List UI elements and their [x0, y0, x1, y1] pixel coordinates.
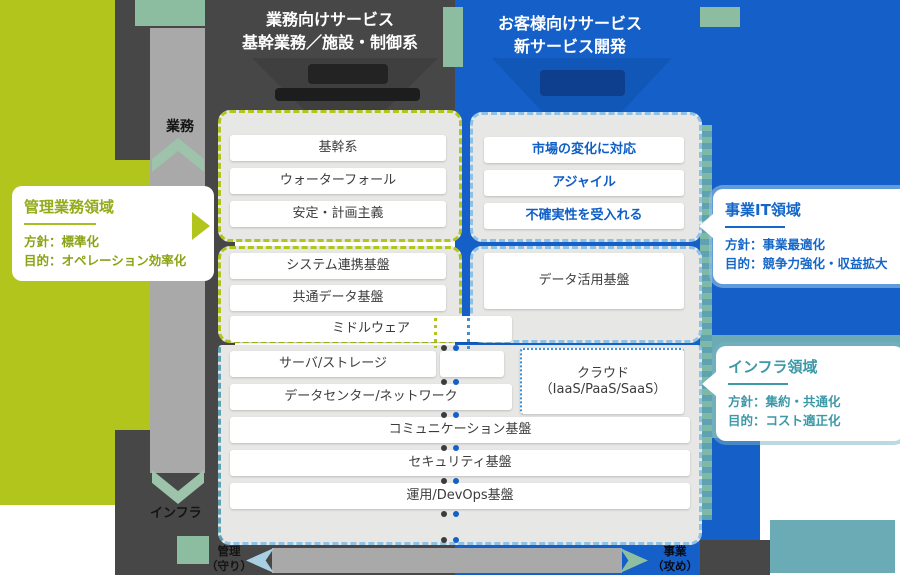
infra-purpose: 目的：コスト適正化: [728, 413, 841, 429]
corner-tab: [135, 0, 205, 26]
infra-row-server: サーバ/ストレージ: [230, 351, 436, 377]
mode2-row: アジャイル: [484, 170, 684, 196]
mid-left-row: 共通データ基盤: [230, 285, 446, 311]
infra-row-middleware: ミドルウェア: [230, 316, 512, 342]
mode2-row: 市場の変化に対応: [484, 137, 684, 163]
dotted-line-green: [434, 318, 437, 348]
infra-row-server-stub: [440, 351, 504, 377]
infra-row-security: セキュリティ基盤: [230, 450, 690, 476]
business-it-purpose: 目的：競争力強化・収益拡大: [725, 256, 888, 272]
business-service-header-line1: 業務向けサービス: [265, 10, 394, 29]
management-policy: 方針：標準化: [24, 234, 100, 249]
flow-dots: [441, 537, 459, 543]
business-service-header-line2: 基幹業務／施設・制御系: [241, 33, 418, 53]
infra-domain-title: インフラ領域: [728, 358, 818, 376]
data-platform-box: データ活用基盤: [484, 253, 684, 309]
customer-service-header-line2: 新サービス開発: [513, 37, 626, 57]
business-it-title: 事業IT領域: [725, 201, 801, 219]
infra-row-devops: 運用/DevOps基盤: [230, 483, 690, 509]
corner-tab: [700, 7, 740, 27]
obscured-mode1-title: [308, 64, 388, 84]
mode1-row: 基幹系: [230, 135, 446, 161]
obscured-mode2-title: [540, 70, 625, 96]
flow-dots: [441, 445, 459, 451]
defense-label: 管理 （守り）: [206, 544, 252, 573]
mode2-row: 不確実性を受入れる: [484, 203, 684, 229]
customer-service-header: お客様向けサービス 新サービス開発: [455, 12, 685, 58]
divider: [725, 226, 785, 228]
mid-left-row: システム連携基盤: [230, 253, 446, 279]
cloud-box: クラウド （IaaS/PaaS/SaaS）: [520, 348, 684, 414]
infra-row-datacenter: データセンター/ネットワーク: [230, 384, 512, 410]
mode1-row: ウォーターフォール: [230, 168, 446, 194]
obscured-mode1-subtitle: [275, 88, 420, 101]
management-callout-arrow: [192, 212, 210, 240]
corner-tab: [443, 7, 463, 67]
business-it-policy: 方針：事業最適化: [725, 237, 826, 252]
business-flow-label: 業務: [166, 119, 194, 135]
infra-domain-callout: インフラ領域 方針：集約・共通化 目的：コスト適正化: [716, 346, 900, 441]
cloud-label-line2: （IaaS/PaaS/SaaS）: [539, 382, 667, 397]
flow-dots: [441, 379, 459, 385]
infra-policy: 方針：集約・共通化: [728, 394, 841, 409]
flow-dots: [441, 478, 459, 484]
infra-row-communication: コミュニケーション基盤: [230, 417, 690, 443]
business-it-callout-tail: [699, 214, 713, 238]
flow-dots: [441, 412, 459, 418]
infra-callout-tail: [702, 372, 716, 396]
flow-dots: [441, 511, 459, 517]
customer-service-header-line1: お客様向けサービス: [497, 14, 642, 33]
mode1-row: 安定・計画主義: [230, 201, 446, 227]
dotted-line-blue: [467, 318, 470, 352]
cloud-label-line1: クラウド: [576, 365, 629, 381]
offense-label: 事業 （攻め）: [652, 544, 698, 573]
bottom-right-dark-block: [700, 540, 770, 575]
divider: [24, 223, 96, 225]
business-service-header: 業務向けサービス 基幹業務／施設・制御系: [205, 8, 455, 54]
infra-flow-label: インフラ: [150, 506, 202, 521]
divider: [728, 383, 788, 385]
business-it-callout: 事業IT領域 方針：事業最適化 目的：競争力強化・収益拡大: [713, 189, 900, 284]
bottom-flow-band: [272, 548, 622, 573]
bottom-right-teal-block: [770, 520, 895, 573]
management-domain-title: 管理業務領域: [24, 198, 115, 216]
management-purpose: 目的：オペレーション効率化: [24, 253, 187, 269]
management-domain-callout: 管理業務領域 方針：標準化 目的：オペレーション効率化: [12, 186, 214, 281]
corner-tab: [177, 536, 209, 564]
flow-dots: [441, 345, 459, 351]
